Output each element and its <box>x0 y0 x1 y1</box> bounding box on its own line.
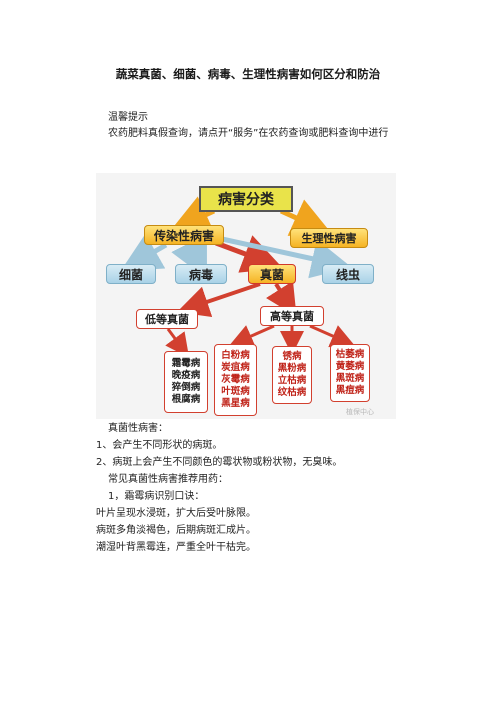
list-item: 灰霉病 <box>221 374 250 385</box>
list-item: 白粉病 <box>221 350 250 361</box>
tip-text: 农药肥料真假查询，请点开“服务”在农药查询或肥料查询中进行 <box>108 128 389 139</box>
list-item: 黑星病 <box>221 398 250 409</box>
diagram-connectors <box>120 196 355 358</box>
disease-classification-diagram: 病害分类 传染性病害 生理性病害 细菌 病毒 真菌 线虫 低等真菌 高等真菌 霜… <box>96 173 396 419</box>
list-item: 晚疫病 <box>171 370 201 381</box>
connector-infect-virus <box>171 234 207 279</box>
connector-high-list3 <box>309 324 355 348</box>
list-item: 锈病 <box>282 351 302 362</box>
watermark: 植保中心 <box>346 408 374 416</box>
list-item: 叶斑病 <box>221 386 250 397</box>
recommend-heading: 常见真菌性病害推荐用药： <box>108 474 228 485</box>
list-item: 猝倒病 <box>171 382 201 393</box>
connector-infect-worm <box>221 236 352 279</box>
fungal-point-1: 1、会产生不同形状的病斑。 <box>96 440 223 451</box>
list-item: 纹枯病 <box>277 387 307 398</box>
higher-fungi-list-2: 锈病 黑粉病 立枯病 纹枯病 <box>272 346 312 404</box>
list-item: 黑粉病 <box>277 363 307 374</box>
list-item: 枯萎病 <box>335 349 365 360</box>
node-disease-classification: 病害分类 <box>199 186 293 212</box>
fungal-heading: 真菌性病害： <box>108 423 168 434</box>
node-lower-fungi: 低等真菌 <box>136 309 198 329</box>
list-item: 根腐病 <box>171 394 201 405</box>
list-item: 霜霉病 <box>171 358 201 369</box>
list-item: 黄萎病 <box>335 361 365 372</box>
node-higher-fungi: 高等真菌 <box>260 306 324 326</box>
rhyme-line-1: 叶片呈现水浸斑，扩大后受叶脉限。 <box>96 508 256 519</box>
higher-fungi-list-3: 枯萎病 黄萎病 黑斑病 黑痘病 <box>330 344 370 402</box>
connector-infect-bact <box>120 233 168 271</box>
node-bacteria: 细菌 <box>106 264 156 284</box>
node-nematode: 线虫 <box>322 264 374 284</box>
tip-heading: 温馨提示 <box>108 112 148 123</box>
list-item: 黑痘病 <box>335 385 365 396</box>
rhyme-line-3: 潮湿叶背黑霉连，严重全叶干枯完。 <box>96 542 256 553</box>
lower-fungi-disease-list: 霜霉病 晚疫病 猝倒病 根腐病 <box>164 351 208 413</box>
node-infectious-disease: 传染性病害 <box>144 225 224 245</box>
node-physiological-disease: 生理性病害 <box>290 228 368 248</box>
connector-fungus-low <box>176 282 261 318</box>
connector-root-physio <box>279 199 333 236</box>
higher-fungi-list-1: 白粉病 炭疽病 灰霉病 叶斑病 黑星病 <box>214 344 257 416</box>
connector-high-list1 <box>229 324 275 348</box>
page-title: 蔬菜真菌、细菌、病毒、生理性病害如何区分和防治 <box>115 67 381 81</box>
list-item: 黑斑病 <box>335 373 365 384</box>
rhyme-line-2: 病斑多角淡褐色，后期病斑汇成片。 <box>96 525 256 536</box>
list-item: 炭疽病 <box>221 362 250 373</box>
node-virus: 病毒 <box>175 264 227 284</box>
list-item: 立枯病 <box>277 375 307 386</box>
connector-fungus-high <box>265 280 297 317</box>
connector-infect-fungus <box>215 235 283 273</box>
connector-root-infectious <box>169 196 216 233</box>
mildew-heading: 1，霜霉病识别口诀： <box>108 491 205 502</box>
fungal-point-2: 2、病斑上会产生不同颜色的霉状物或粉状物，无臭味。 <box>96 457 343 468</box>
connector-low-list <box>165 328 190 358</box>
node-fungus: 真菌 <box>248 264 296 284</box>
